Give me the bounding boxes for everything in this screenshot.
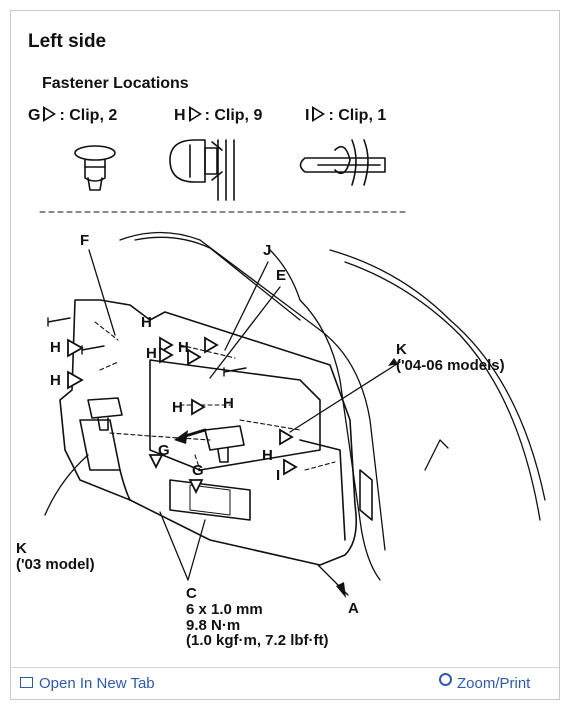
- label-h: H: [172, 399, 183, 416]
- zoom-print-label: Zoom/Print: [457, 675, 531, 692]
- label-h: H: [178, 339, 189, 356]
- label-k: K: [16, 540, 27, 557]
- anchor-c-left: [87, 397, 123, 431]
- new-tab-icon: [20, 677, 33, 688]
- fastener-locations-heading: Fastener Locations: [42, 75, 189, 92]
- zoom-print-link[interactable]: Zoom/Print: [439, 673, 531, 692]
- label-f: F: [80, 232, 90, 249]
- footer-bar: [10, 667, 559, 699]
- label-e: E: [276, 267, 287, 284]
- label-c-spec: C 6 x 1.0 mm 9.8 N·m (1.0 kgf·m, 7.2 lbf…: [186, 586, 329, 649]
- page-title: Left side: [28, 31, 107, 52]
- clip-h-drawing: [169, 139, 235, 201]
- label-h: H: [262, 447, 273, 464]
- clip-letter: I: [305, 107, 310, 124]
- triangle-marker-icon: [43, 106, 57, 122]
- diagram-frame: [10, 10, 560, 700]
- trim-panel-a: [59, 299, 373, 566]
- triangle-marker-icon: [188, 106, 202, 122]
- triangle-marker-icon: [312, 106, 326, 122]
- c-spec-torque: 9.8 N·m: [186, 616, 241, 634]
- clip-letter: H: [174, 107, 186, 124]
- clip-legend-g: G : Clip, 2: [28, 104, 117, 125]
- clip-letter: G: [28, 107, 41, 124]
- label-h: H: [141, 314, 152, 331]
- label-h: H: [50, 339, 61, 356]
- label-j: J: [263, 242, 272, 259]
- label-h: H: [146, 345, 157, 362]
- open-in-new-tab-label: Open In New Tab: [39, 675, 155, 692]
- clip-legend-i: I : Clip, 1: [305, 104, 386, 125]
- car-body-outline: [119, 231, 546, 581]
- anchor-c-center: [204, 425, 245, 463]
- label-h: H: [50, 372, 61, 389]
- open-in-new-tab-link[interactable]: Open In New Tab: [20, 675, 155, 692]
- arrow-head-icon: [174, 430, 188, 444]
- label-a: A: [348, 600, 359, 617]
- label-h: H: [223, 395, 234, 412]
- clip-text: : Clip, 2: [59, 107, 118, 124]
- label-c: C: [186, 585, 197, 602]
- label-g: G: [192, 462, 204, 479]
- clip-legend-h: H : Clip, 9: [174, 104, 262, 125]
- label-k-0406: K ('04-06 models): [396, 342, 505, 374]
- label-k: K: [396, 341, 407, 358]
- label-i: I: [276, 467, 281, 484]
- c-spec-torque-alt: (1.0 kgf·m, 7.2 lbf·ft): [186, 632, 329, 650]
- c-spec-size: 6 x 1.0 mm: [186, 600, 263, 618]
- clip-i-drawing: [299, 139, 386, 186]
- magnifier-icon: [439, 673, 452, 686]
- clip-g-drawing: [74, 145, 116, 191]
- diagram-triangle-markers: [67, 336, 298, 495]
- k-0406-note: ('04-06 models): [396, 356, 505, 374]
- label-k-03: K ('03 model): [16, 541, 95, 573]
- k-03-note: ('03 model): [16, 555, 95, 573]
- clip-text: : Clip, 1: [328, 107, 387, 124]
- label-g: G: [158, 442, 170, 459]
- clip-text: : Clip, 9: [204, 107, 263, 124]
